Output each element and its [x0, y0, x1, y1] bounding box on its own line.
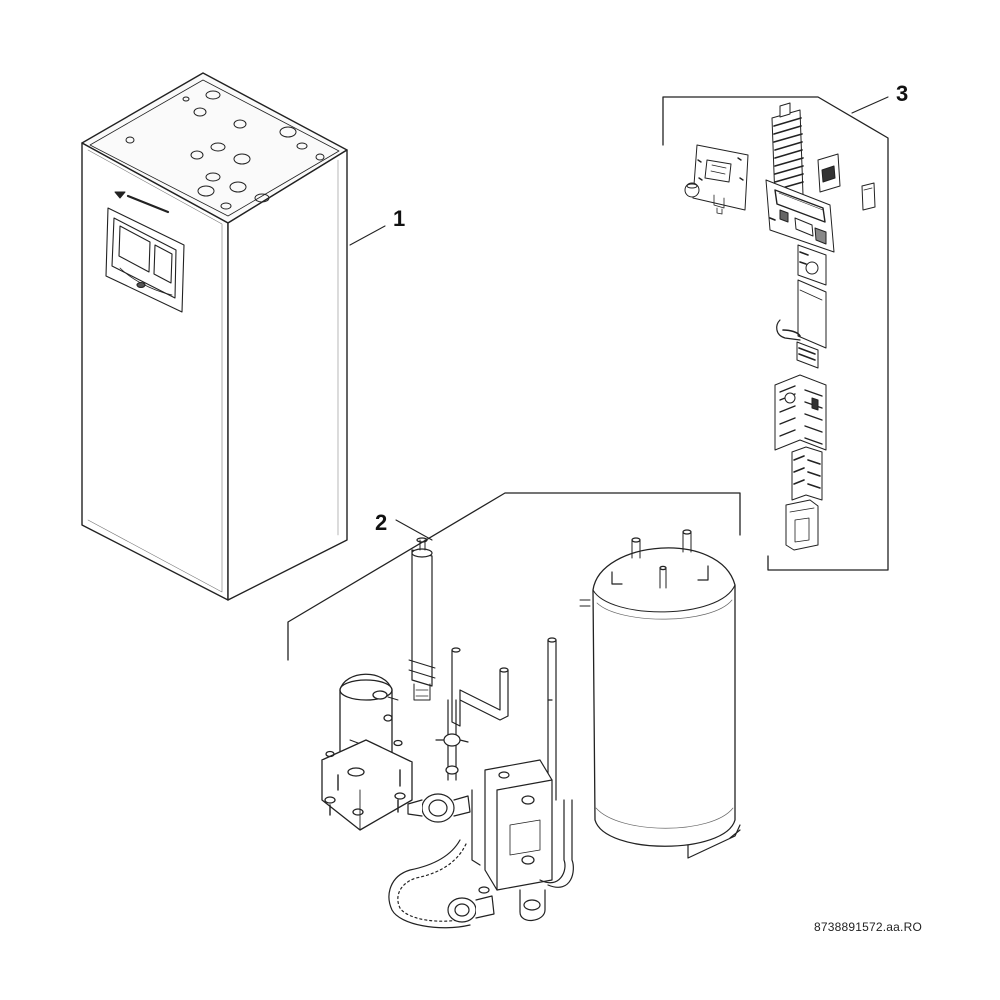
- callout-1: 1: [393, 206, 405, 231]
- contactor-modules: [792, 447, 822, 500]
- circulation-pump: [408, 794, 470, 822]
- return-pipe-loop: [520, 800, 573, 920]
- power-supply-board: [777, 280, 826, 368]
- callout-2: 2: [375, 510, 387, 535]
- flexible-hose: [389, 840, 470, 928]
- leader-line-3: [852, 97, 888, 113]
- control-panel-display: [106, 208, 184, 312]
- callout-3: 3: [896, 81, 908, 106]
- secondary-pump: [448, 887, 494, 922]
- compressor: [322, 674, 412, 830]
- main-circuit-board: [766, 180, 834, 252]
- storage-tank: [580, 530, 740, 858]
- valve-assembly: [436, 700, 468, 780]
- u-pipe: [452, 648, 508, 726]
- top-connection-holes: [126, 91, 324, 209]
- ribbon-cable: [772, 103, 803, 200]
- small-module: [818, 154, 875, 210]
- display-board: [685, 145, 748, 214]
- heat-pump-cabinet: [82, 73, 347, 600]
- heater-rod: [409, 538, 435, 700]
- leader-line-2: [396, 520, 432, 540]
- leader-line-1: [350, 226, 385, 245]
- hydraulic-group: [288, 493, 740, 928]
- filter-module: [786, 500, 818, 550]
- reference-code: 8738891572.aa.RO: [814, 920, 922, 934]
- brand-logo: [115, 192, 168, 212]
- electronics-group: [663, 97, 888, 570]
- plate-heat-exchanger: [472, 760, 552, 890]
- relay-board: [798, 245, 826, 285]
- terminal-blocks: [775, 375, 826, 450]
